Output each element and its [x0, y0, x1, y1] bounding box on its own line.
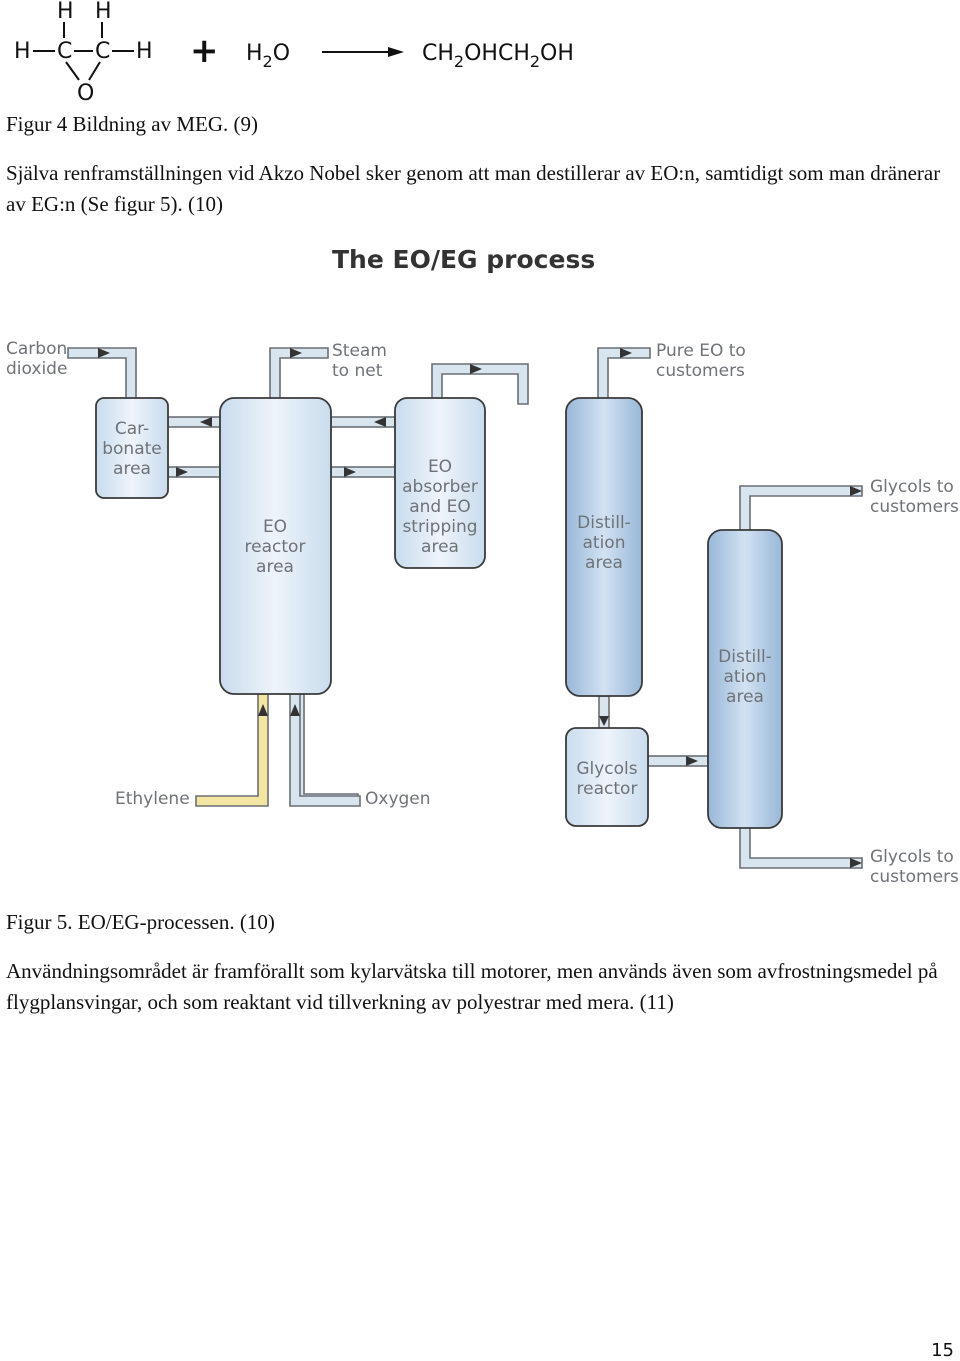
reaction-arrow	[322, 47, 404, 57]
glycols-reactor-vessel	[565, 727, 649, 827]
label-oxygen: Oxygen	[365, 789, 431, 809]
eo-reactor-vessel	[219, 397, 332, 695]
flow-arrows	[98, 348, 862, 868]
epoxide-bonds	[33, 22, 134, 81]
figure-5-caption: Figur 5. EO/EG-processen. (10)	[6, 910, 275, 934]
atom-h-top-1: H	[57, 0, 74, 24]
distillation-1-vessel	[565, 397, 643, 697]
atom-o: O	[77, 81, 94, 104]
ethylene-pipe	[195, 693, 269, 807]
page-number: 15	[931, 1340, 954, 1361]
atom-h-right: H	[136, 39, 153, 64]
atom-c-2: C	[95, 39, 110, 64]
eo-absorber-vessel	[394, 397, 486, 569]
product-formula: CH2OHCH2OH	[422, 41, 574, 71]
figure-4-caption: Figur 4 Bildning av MEG. (9)	[6, 112, 258, 136]
atom-c-1: C	[57, 39, 72, 64]
diagram-title: The EO/EG process	[332, 245, 595, 274]
carbonate-vessel	[95, 397, 169, 499]
atom-h-left: H	[14, 39, 31, 64]
distillation-2-vessel	[707, 529, 783, 829]
reaction-equation: H H H C C H O + H2O CH2OHCH2OH	[14, 0, 574, 104]
plus-sign: +	[190, 31, 219, 71]
eo-eg-process-diagram: The EO/EG process	[6, 245, 959, 887]
water-formula: H2O	[246, 41, 290, 71]
paragraph-1: Själva renframställningen vid Akzo Nobel…	[6, 161, 941, 216]
atom-h-top-2: H	[95, 0, 112, 24]
paragraph-2: Användningsområdet är framförallt som ky…	[6, 959, 938, 1014]
label-ethylene: Ethylene	[115, 789, 190, 809]
